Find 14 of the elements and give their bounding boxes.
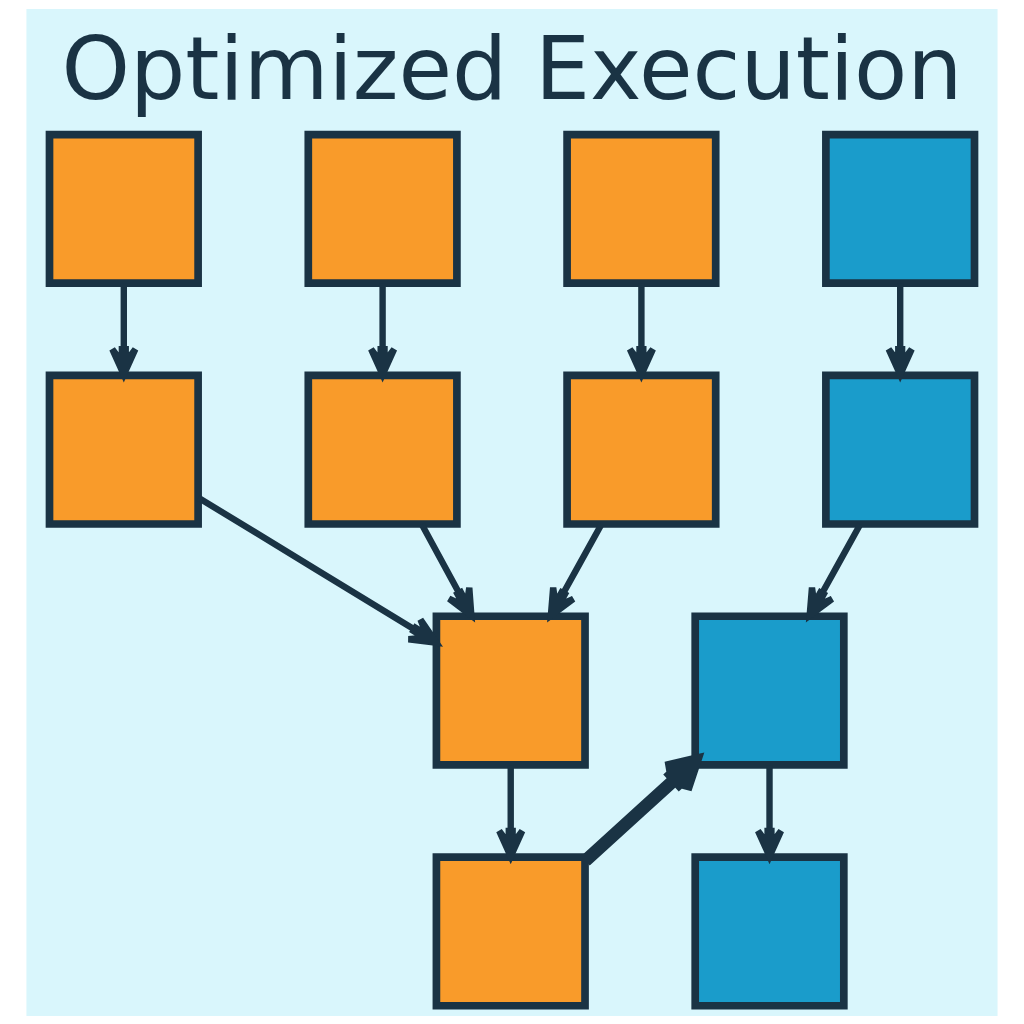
node-box xyxy=(45,371,202,528)
node-box xyxy=(822,371,979,528)
node-box xyxy=(304,371,461,528)
arrow xyxy=(581,754,702,866)
node-box xyxy=(563,371,720,528)
node-box xyxy=(45,130,202,287)
node-box xyxy=(432,852,589,1010)
node-box xyxy=(691,852,848,1010)
node-box xyxy=(432,611,589,769)
node-box xyxy=(563,130,720,287)
node-box xyxy=(304,130,461,287)
node-box xyxy=(691,611,848,769)
node-box xyxy=(822,130,979,287)
diagram-title: Optimized Execution xyxy=(61,17,963,120)
